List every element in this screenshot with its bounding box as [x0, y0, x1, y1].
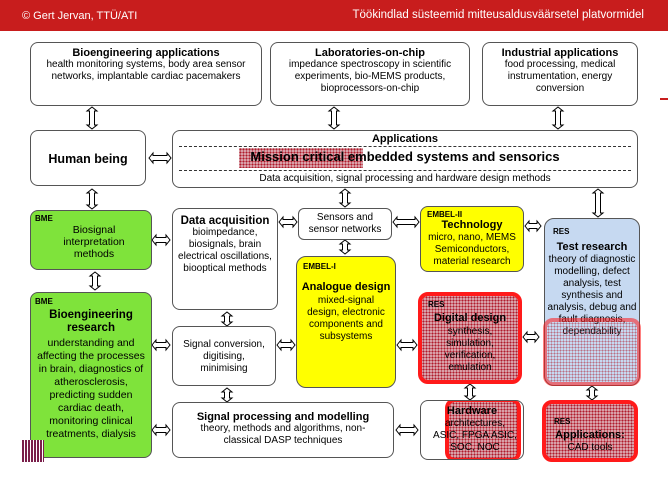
res-apps-body: CAD tools [567, 442, 613, 453]
technology-title: Technology [441, 219, 503, 231]
bme-tag: BME [35, 214, 53, 223]
res-applications-box: RES Applications: CAD tools [542, 400, 638, 462]
data-acquisition-title: Data acquisition [180, 215, 270, 227]
arrow-lab-to-apps [327, 106, 341, 130]
arrow-ind-to-apps [551, 106, 565, 130]
arrow-proc-to-hw [395, 423, 419, 437]
lab-on-chip-title: Laboratories-on-chip [314, 47, 425, 59]
industrial-apps-title: Industrial applications [501, 47, 619, 59]
signal-conversion-box: Signal conversion, digitising, minimisin… [172, 326, 276, 386]
side-dash [660, 98, 668, 100]
sensors-box: Sensors and sensor networks [298, 208, 392, 240]
digital-tag: RES [428, 300, 445, 309]
test-research-highlight [543, 318, 641, 386]
technology-body: micro, nano, MEMS Semiconductors, materi… [428, 232, 516, 267]
digital-design-box: RES Digital design synthesis, simulation… [418, 292, 522, 384]
arrow-bme-to-bme [88, 271, 102, 291]
arrow-conv-to-proc [220, 387, 234, 403]
analogue-design-body: mixed-signal design, electronic componen… [307, 295, 385, 342]
digital-design-title: Digital design [433, 312, 507, 324]
copyright-text: © Gert Jervan, TTÜ/ATI [22, 10, 138, 22]
bme-research-box: BME Bioengineering research understandin… [30, 292, 152, 458]
mission-highlight [239, 148, 363, 168]
arrow-embel2-to-test [524, 219, 542, 233]
data-acquisition-box: Data acquisition bioimpedance, biosignal… [172, 208, 278, 310]
analogue-design-box: EMBEL-I Analogue design mixed-signal des… [296, 256, 396, 388]
bme-biosignal-box: BME Biosignal interpretation methods [30, 210, 152, 270]
bme2-tag: BME [35, 297, 53, 306]
analogue-design-title: Analogue design [301, 281, 391, 293]
human-being-box: Human being [30, 130, 146, 186]
hardware-highlight [445, 401, 521, 459]
res-apps-title: Applications: [555, 429, 625, 441]
data-acquisition-body: bioimpedance, biosignals, brain electric… [178, 227, 272, 274]
bioengineering-applications-box: Bioengineering applications health monit… [30, 42, 262, 106]
signal-conversion-body: Signal conversion, digitising, minimisin… [183, 339, 265, 374]
industrial-apps-body: food processing, medical instrumentation… [504, 59, 616, 94]
arrow-bioeng-to-human [85, 106, 99, 130]
arrow-human-to-apps [148, 151, 172, 165]
bme-research-body: understanding and affecting the processe… [37, 337, 145, 440]
applications-subtitle: Data acquisition, signal processing and … [259, 173, 551, 184]
test-research-tag: RES [553, 227, 570, 236]
applications-box: Applications Mission critical embedded s… [172, 130, 638, 188]
arrow-dataacq-to-sensors [278, 215, 298, 229]
embel2-tag: EMBEL-II [427, 210, 463, 219]
arrow-apps-to-test [591, 188, 605, 218]
dashed-line-top [179, 146, 631, 147]
arrow-bme-to-proc [151, 423, 171, 437]
res-apps-tag: RES [554, 417, 571, 426]
bme-research-title: Bioengineering research [49, 309, 133, 334]
signal-processing-body: theory, methods and algorithms, non-clas… [200, 423, 366, 446]
header-bar: © Gert Jervan, TTÜ/ATI Töökindlad süstee… [0, 0, 668, 31]
slide-title: Töökindlad süsteemid mitteusaldusväärset… [352, 9, 644, 21]
human-being-title: Human being [48, 152, 128, 166]
bme-biosignal-body: Biosignal interpretation methods [63, 224, 125, 260]
laboratories-on-chip-box: Laboratories-on-chip impedance spectrosc… [270, 42, 470, 106]
sensors-body: Sensors and sensor networks [308, 212, 382, 235]
arrow-dataacq-to-conv [220, 311, 234, 327]
arrow-conv-to-embel1 [276, 338, 296, 352]
arrow-bme-to-conv [151, 338, 171, 352]
signal-processing-box: Signal processing and modelling theory, … [172, 402, 394, 458]
test-research-title: Test research [556, 241, 628, 253]
arrow-sensors-to-embel2 [392, 215, 420, 229]
industrial-applications-box: Industrial applications food processing,… [482, 42, 638, 106]
arrow-bme-to-dataacq [151, 233, 171, 247]
mission-critical-title: Mission critical embedded systems and se… [250, 149, 560, 164]
digital-design-body: synthesis, simulation, verification, emu… [444, 326, 496, 373]
signal-processing-title: Signal processing and modelling [196, 411, 370, 423]
hardware-box: Hardware architectures, ASIC, FPGA ASIC,… [420, 400, 524, 460]
lab-on-chip-body: impedance spectroscopy in scientific exp… [288, 59, 452, 94]
arrow-human-to-bme [85, 188, 99, 210]
hardware-title: Hardware [446, 405, 498, 417]
technology-box: EMBEL-II Technology micro, nano, MEMS Se… [420, 206, 524, 272]
arrow-embel1-to-digital [396, 338, 418, 352]
arrow-apps-to-sensors [338, 188, 352, 208]
arrow-digital-to-test [522, 330, 540, 344]
dashed-line-bottom [179, 170, 631, 171]
arrow-sensors-to-embel1 [338, 239, 352, 255]
arrow-test-to-resapps [585, 385, 599, 401]
applications-title: Applications [371, 133, 438, 145]
university-logo [22, 440, 44, 462]
hardware-body: architectures, ASIC, FPGA ASIC, SOC, NOC [433, 418, 517, 453]
embel1-tag: EMBEL-I [303, 262, 336, 271]
bioeng-apps-title: Bioengineering applications [72, 47, 220, 59]
bioeng-apps-body: health monitoring systems, body area sen… [46, 59, 246, 82]
arrow-digital-to-hw [463, 383, 477, 401]
